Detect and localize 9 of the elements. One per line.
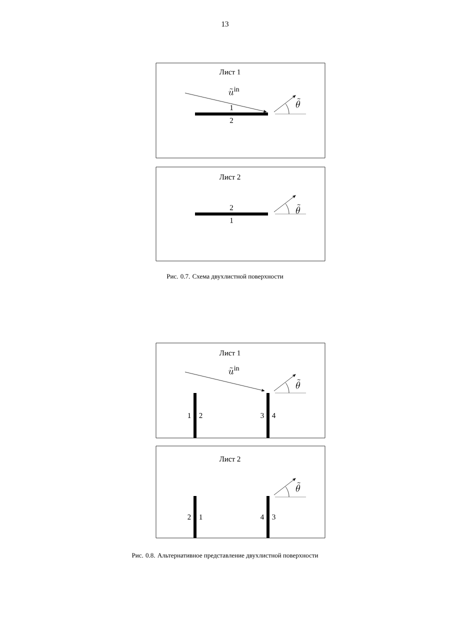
plate xyxy=(195,212,268,216)
wave-symbol: $\tilde{u}^{\mathrm{in}}$ xyxy=(228,366,240,374)
plate xyxy=(194,393,196,438)
plate xyxy=(266,393,270,438)
plate xyxy=(266,496,270,538)
plate xyxy=(194,496,196,538)
plate xyxy=(195,112,268,116)
angle-symbol: $\tilde{\theta}$ xyxy=(296,482,300,492)
angle-symbol: $\tilde{\theta}$ xyxy=(296,98,300,108)
